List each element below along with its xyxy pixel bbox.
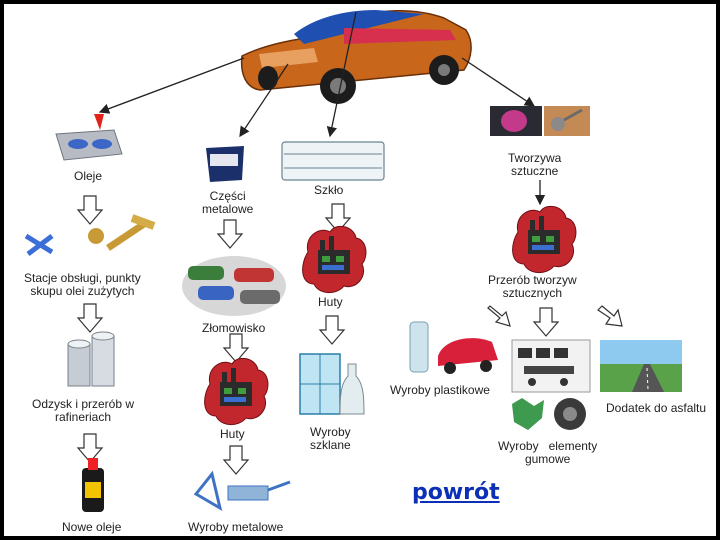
plastic-parts-icon — [490, 106, 590, 136]
slide: Oleje Części metalowe Szkło Tworzywa szt… — [4, 4, 716, 536]
car-connectors — [98, 11, 536, 138]
label-metal-products: Wyroby metalowe — [188, 520, 284, 534]
label-steelworks: Huty — [220, 427, 245, 441]
glassworks-factory-icon — [302, 225, 367, 294]
recycling-diagram — [24, 10, 682, 512]
plastics-factory-icon — [512, 205, 577, 274]
label-oils: Oleje — [74, 169, 103, 183]
label-rubber-products: Wyroby elementy gumowe — [498, 439, 598, 466]
plastic-products-icon — [409, 321, 498, 374]
oil-drops-icon — [55, 114, 123, 161]
label-plastic-products: Wyroby plastikowe — [390, 383, 490, 397]
car-icon — [240, 10, 472, 104]
tools-icon — [24, 214, 156, 256]
label-asphalt-additive: Dodatek do asfaltu — [606, 401, 707, 415]
metal-products-icon — [193, 470, 291, 512]
steelworks-factory-icon — [204, 357, 269, 426]
label-glassworks: Huty — [318, 295, 343, 309]
label-metal-parts: Części metalowe — [202, 189, 254, 216]
label-new-oils: Nowe oleje — [62, 520, 122, 534]
rubber-elements-icon — [512, 398, 586, 430]
label-plastics: Tworzywa sztuczne — [508, 151, 562, 178]
scrap-cars-icon — [182, 256, 286, 316]
label-scrapyard: Złomowisko — [202, 321, 266, 335]
label-service-stations: Stacje obsługi, punkty skupu olei zużyty… — [24, 271, 141, 298]
plastic-parts-set-icon — [511, 339, 591, 393]
refinery-tanks-icon — [67, 331, 115, 387]
label-refinery: Odzysk i przerób w rafineriach — [32, 397, 135, 424]
back-link[interactable]: powrót — [412, 480, 500, 505]
branch-arrows — [487, 305, 623, 337]
glass-products-icon — [299, 353, 365, 415]
road-icon — [600, 340, 682, 392]
label-plastics-processing: Przerób tworzyw sztucznych — [488, 273, 577, 300]
glass-pane-icon — [281, 141, 385, 181]
label-glass-products: Wyroby szklane — [310, 425, 351, 452]
oil-bottle-icon — [82, 458, 104, 512]
metal-parts-icon — [206, 146, 244, 182]
label-glass: Szkło — [314, 183, 344, 197]
